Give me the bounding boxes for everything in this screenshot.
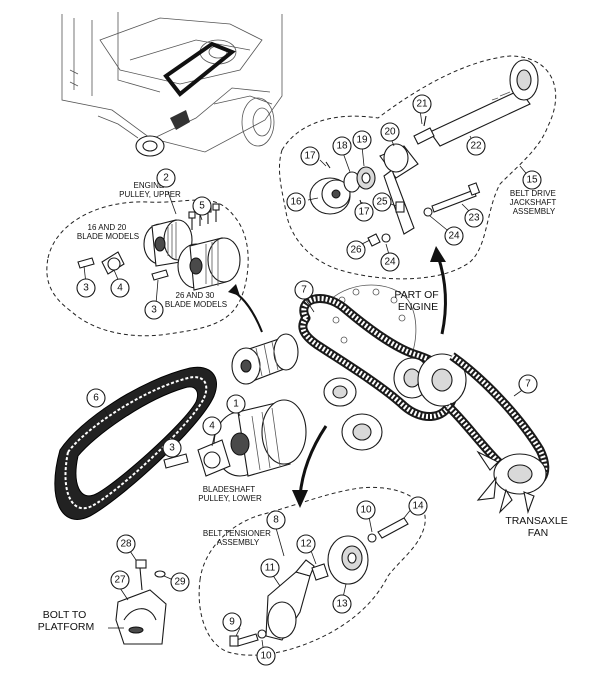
callouts: 1 2 3 3 3 4 4 5 6 7 7 8 9 10 10 11 12 13… [76,94,542,666]
callout-3: 3 [144,300,164,320]
svg-text:13: 13 [336,599,348,610]
callout-11: 11 [260,558,280,578]
svg-text:27: 27 [114,575,126,586]
callout-10: 10 [356,500,376,520]
bladeshaft-pulley-group [163,399,307,477]
svg-text:14: 14 [412,501,424,512]
svg-text:3: 3 [83,283,89,294]
svg-text:18: 18 [336,141,348,152]
label-bolt-to-platform: BOLT TO PLATFORM [38,609,94,633]
callout-24: 24 [444,226,464,246]
svg-text:28: 28 [120,539,132,550]
callout-27: 27 [110,570,130,590]
callout-19: 19 [352,130,372,150]
callout-17: 17 [300,146,320,166]
svg-text:2: 2 [163,173,169,184]
label-blade-models-26-30: 26 AND 30 BLADE MODELS [165,291,227,309]
leader-lines [83,109,531,655]
svg-text:19: 19 [356,135,368,146]
callout-4: 4 [110,278,130,298]
jackshaft-assembly [309,59,539,247]
svg-text:6: 6 [93,393,99,404]
belt-tensioner-assembly-boundary [198,486,426,656]
callout-8: 8 [266,510,286,530]
callout-2: 2 [156,168,176,188]
svg-text:20: 20 [384,127,396,138]
svg-text:9: 9 [229,617,235,628]
svg-text:12: 12 [300,539,312,550]
svg-text:24: 24 [384,257,396,268]
platform-bracket [115,559,167,645]
svg-text:22: 22 [470,141,482,152]
engine-pulley-group-boundary [46,199,249,337]
callout-6: 6 [86,388,106,408]
label-engine-pulley-upper: ENGINE PULLEY, UPPER [119,181,181,199]
svg-text:3: 3 [151,305,157,316]
svg-text:21: 21 [416,99,428,110]
jackshaft-assembly-boundary [278,55,557,280]
svg-text:17: 17 [304,151,316,162]
callout-22: 22 [466,136,486,156]
callout-17: 17 [354,202,374,222]
engine-pulley-group [77,203,241,291]
label-blade-models-16-20: 16 AND 20 BLADE MODELS [77,223,139,241]
callout-12: 12 [296,534,316,554]
svg-text:7: 7 [301,285,307,296]
svg-text:23: 23 [468,213,480,224]
transaxle-fan [476,450,547,514]
callout-9: 9 [222,612,242,632]
blade-belt [54,366,217,520]
machine-overview-inset [61,12,283,157]
callout-24: 24 [380,252,400,272]
callout-3: 3 [76,278,96,298]
label-transaxle-fan: TRANSAXLE FAN [505,515,570,539]
callout-10: 10 [256,646,276,666]
svg-text:26: 26 [350,245,362,256]
callout-1: 1 [226,394,246,414]
callout-25: 25 [372,192,392,212]
svg-text:24: 24 [448,231,460,242]
label-part-of-engine: PART OF ENGINE [394,289,441,313]
svg-text:4: 4 [117,283,123,294]
callout-7: 7 [294,280,314,300]
callout-15: 15 [522,170,542,190]
engine-and-belt-area [231,284,550,488]
label-belt-tensioner: BELT TENSIONER ASSEMBLY [203,529,273,547]
exploded-view-arrows [228,246,447,508]
callout-21: 21 [412,94,432,114]
svg-text:5: 5 [199,201,205,212]
label-belt-drive-jackshaft: BELT DRIVE JACKSHAFT ASSEMBLY [510,189,559,216]
svg-text:15: 15 [526,175,538,186]
callout-18: 18 [332,136,352,156]
svg-text:25: 25 [376,197,388,208]
svg-text:7: 7 [525,379,531,390]
svg-text:10: 10 [260,651,272,662]
callout-29: 29 [170,572,190,592]
svg-text:3: 3 [169,443,175,454]
callout-3: 3 [162,438,182,458]
callout-5: 5 [192,196,212,216]
belt-tensioner-assembly [229,517,409,647]
svg-text:11: 11 [265,563,276,574]
callout-20: 20 [380,122,400,142]
callout-26: 26 [346,240,366,260]
label-bladeshaft-pulley: BLADESHAFT PULLEY, LOWER [198,485,262,503]
svg-text:4: 4 [209,421,215,432]
svg-text:8: 8 [273,515,279,526]
svg-text:16: 16 [290,197,302,208]
callout-14: 14 [408,496,428,516]
callout-16: 16 [286,192,306,212]
svg-text:10: 10 [360,505,372,516]
callout-13: 13 [332,594,352,614]
svg-text:1: 1 [233,399,239,410]
svg-text:29: 29 [174,577,186,588]
callout-4: 4 [202,416,222,436]
callout-7: 7 [518,374,538,394]
callout-23: 23 [464,208,484,228]
svg-text:17: 17 [358,207,370,218]
diagram-labels: ENGINE PULLEY, UPPER 16 AND 20 BLADE MOD… [38,181,570,633]
callout-28: 28 [116,534,136,554]
